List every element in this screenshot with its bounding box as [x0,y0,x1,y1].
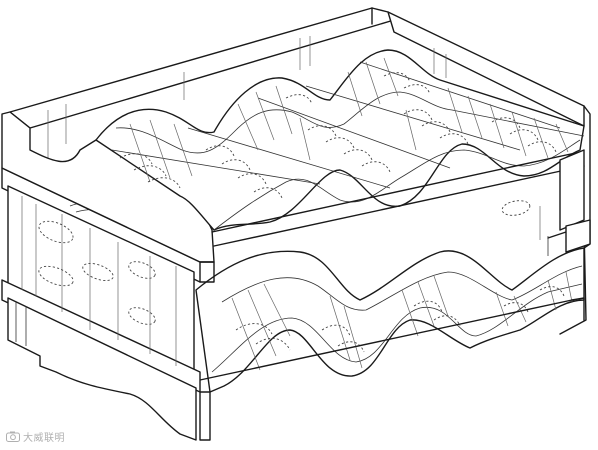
lower-shelf-surface [195,247,585,393]
left-side-panel [1,167,201,441]
lower-shelf-hatching [231,271,573,371]
watermark: 大威联明 [6,428,65,444]
camera-logo-icon [6,431,20,442]
side-panel-hatching [21,196,177,366]
upper-shelf-hatching [129,57,569,183]
lower-tier [195,225,587,441]
lower-shelf-dashed-slots [235,286,565,353]
side-panel-vent-holes [38,220,156,325]
foot-panel [7,297,197,441]
watermark-text: 大威联明 [23,432,65,444]
upper-tier [1,7,591,283]
upper-shelf-surface [95,49,585,231]
upper-shelf-dashed-slots [119,72,557,199]
upper-back-hatching [47,36,541,240]
lower-band [1,279,201,393]
